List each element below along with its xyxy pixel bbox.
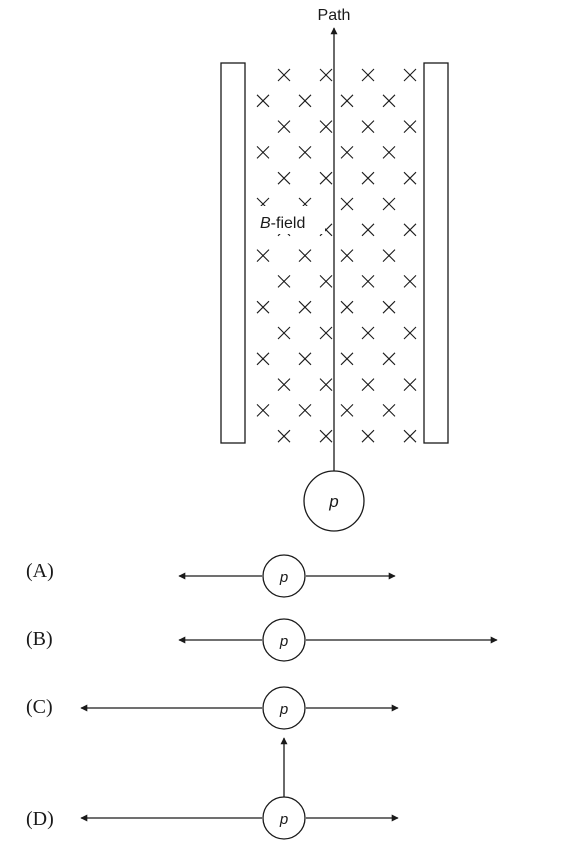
option-d-proton-label: p bbox=[279, 811, 288, 828]
field-x-mark bbox=[277, 275, 291, 288]
field-x-mark bbox=[319, 171, 333, 185]
field-x-mark bbox=[403, 429, 417, 443]
path-label: Path bbox=[318, 7, 351, 24]
field-x-mark bbox=[298, 249, 312, 262]
field-x-mark bbox=[277, 429, 291, 443]
field-x-mark bbox=[340, 352, 354, 366]
main-figure: Path B-field p bbox=[220, 7, 449, 532]
field-x-mark bbox=[340, 94, 354, 108]
field-x-mark bbox=[403, 120, 417, 133]
field-x-mark bbox=[277, 378, 291, 391]
b-field-label: B-field bbox=[260, 215, 305, 232]
field-x-mark bbox=[340, 404, 354, 417]
option-a-label: (A) bbox=[26, 560, 54, 582]
field-x-mark bbox=[277, 120, 291, 133]
field-x-mark bbox=[382, 146, 396, 159]
field-x-mark bbox=[361, 120, 375, 133]
field-x-mark bbox=[403, 223, 417, 237]
field-x-mark bbox=[361, 326, 375, 340]
field-x-mark bbox=[319, 68, 333, 82]
option-b-proton-label: p bbox=[279, 633, 288, 650]
field-x-mark bbox=[340, 197, 354, 211]
left-plate bbox=[220, 62, 246, 444]
field-x-mark bbox=[340, 146, 354, 159]
field-x-mark bbox=[382, 352, 396, 366]
field-x-mark bbox=[403, 275, 417, 288]
field-x-mark bbox=[403, 68, 417, 82]
field-x-mark bbox=[382, 94, 396, 108]
field-x-mark bbox=[403, 378, 417, 391]
field-x-mark bbox=[256, 352, 270, 366]
field-x-mark bbox=[256, 94, 270, 108]
field-x-mark bbox=[361, 378, 375, 391]
field-x-mark bbox=[256, 300, 270, 314]
field-x-mark bbox=[382, 404, 396, 417]
field-x-mark bbox=[256, 249, 270, 262]
field-label-backdrop bbox=[255, 206, 325, 234]
option-b-label: (B) bbox=[26, 628, 53, 650]
b-field-label-rest: -field bbox=[271, 215, 306, 232]
field-x-mark bbox=[319, 378, 333, 391]
field-x-mark bbox=[361, 429, 375, 443]
option-d-proton bbox=[262, 796, 306, 840]
field-x-mark bbox=[298, 404, 312, 417]
option-b: (B) p bbox=[26, 618, 498, 662]
option-c-proton bbox=[262, 686, 306, 730]
field-x-mark bbox=[277, 171, 291, 185]
option-b-proton bbox=[262, 618, 306, 662]
b-field-marks bbox=[256, 68, 417, 443]
field-x-mark bbox=[403, 326, 417, 340]
field-x-mark bbox=[298, 300, 312, 314]
field-x-mark bbox=[361, 68, 375, 82]
field-x-mark bbox=[319, 120, 333, 133]
option-c-label: (C) bbox=[26, 696, 53, 718]
right-plate bbox=[423, 62, 449, 444]
option-c: (C) p bbox=[26, 686, 399, 730]
field-x-mark bbox=[256, 146, 270, 159]
field-x-mark bbox=[382, 300, 396, 314]
option-a-proton-label: p bbox=[279, 569, 288, 586]
field-x-mark bbox=[298, 352, 312, 366]
option-a: (A) p bbox=[26, 554, 396, 598]
field-x-mark bbox=[277, 68, 291, 82]
field-x-mark bbox=[319, 429, 333, 443]
option-d-label: (D) bbox=[26, 808, 54, 830]
field-x-mark bbox=[298, 146, 312, 159]
field-x-mark bbox=[319, 326, 333, 340]
field-x-mark bbox=[403, 171, 417, 185]
option-a-proton bbox=[262, 554, 306, 598]
field-x-mark bbox=[340, 300, 354, 314]
field-x-mark bbox=[319, 275, 333, 288]
b-field-label-b: B bbox=[260, 215, 271, 232]
field-x-mark bbox=[361, 171, 375, 185]
option-d: (D) p bbox=[26, 737, 399, 840]
option-c-proton-label: p bbox=[279, 701, 288, 718]
field-x-mark bbox=[340, 249, 354, 262]
proton-circle bbox=[303, 470, 365, 532]
proton-label: p bbox=[328, 492, 338, 511]
field-x-mark bbox=[382, 197, 396, 211]
field-x-mark bbox=[298, 94, 312, 108]
field-x-mark bbox=[256, 404, 270, 417]
field-x-mark bbox=[277, 326, 291, 340]
field-x-mark bbox=[361, 223, 375, 237]
field-x-mark bbox=[382, 249, 396, 262]
field-x-mark bbox=[361, 275, 375, 288]
